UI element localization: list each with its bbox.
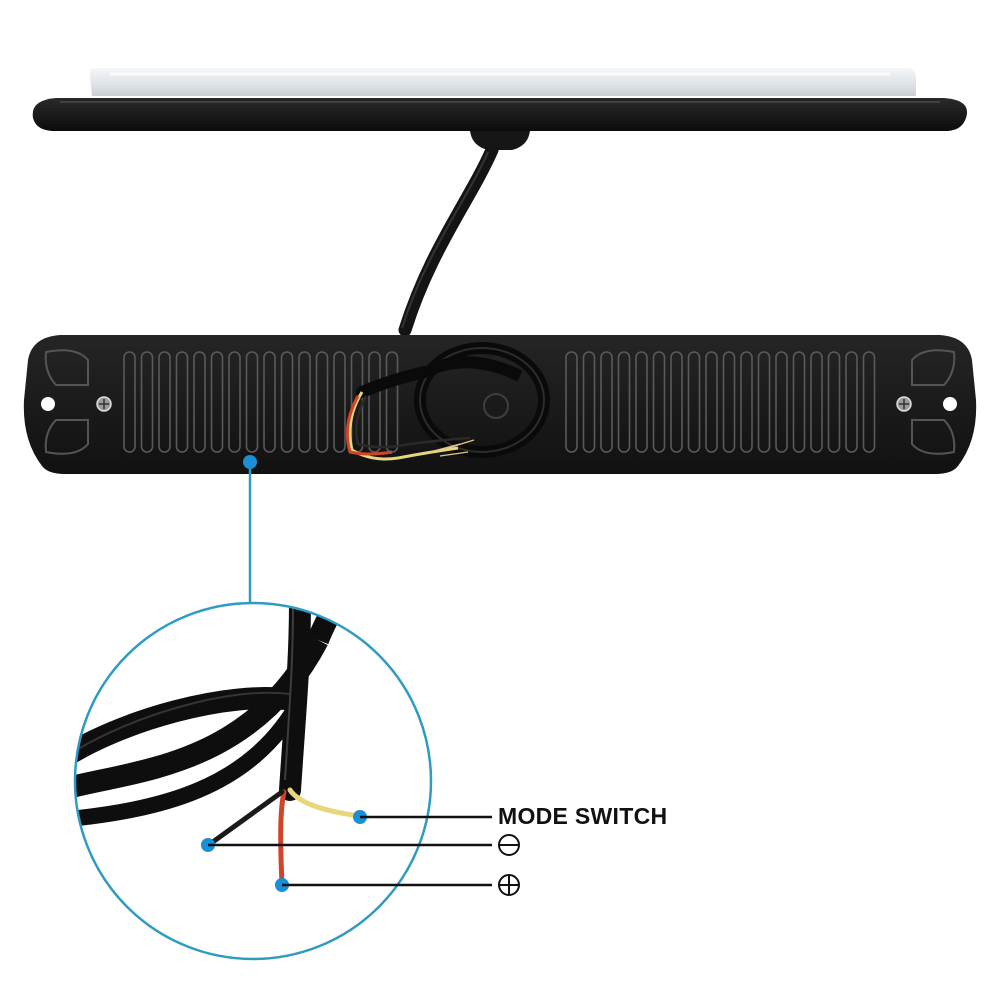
corner-ear-right-top — [911, 349, 956, 386]
mount-hole-left — [41, 397, 55, 411]
vent-slot — [315, 351, 329, 453]
vent-slot — [175, 351, 189, 453]
vent-slot — [740, 351, 753, 453]
vent-slot — [845, 351, 858, 453]
vent-slot — [827, 351, 841, 453]
vent-slot — [210, 351, 224, 453]
corner-ear-right-bottom — [911, 419, 956, 455]
lens — [90, 68, 916, 96]
stripped-wires — [345, 391, 475, 461]
vent-slot — [123, 351, 136, 453]
screw-left-icon — [96, 396, 112, 412]
callout-mode-switch — [353, 810, 492, 824]
vent-slots-right — [565, 351, 876, 453]
vent-slot — [263, 351, 276, 453]
vent-slot — [722, 351, 736, 453]
vent-slot — [757, 351, 771, 453]
screw-right-icon — [896, 396, 912, 412]
cable-gland — [470, 131, 530, 150]
plus-circle-icon — [498, 874, 520, 896]
callout-positive — [275, 874, 520, 896]
vent-slot — [652, 351, 666, 453]
mount-hole-right — [943, 397, 957, 411]
zoom-wire-black — [207, 789, 285, 847]
zoom-wire-red — [278, 789, 287, 887]
vent-slot — [687, 351, 701, 453]
vent-slot — [158, 351, 171, 453]
vent-slot — [565, 351, 578, 453]
vent-slot — [333, 351, 346, 453]
vent-slot — [368, 351, 381, 453]
vent-slot — [245, 351, 259, 453]
vent-slot — [298, 351, 311, 453]
vent-slot — [600, 351, 613, 453]
back-plate — [23, 335, 977, 474]
vent-slot — [810, 351, 823, 453]
mode-switch-label: MODE SWITCH — [498, 803, 668, 829]
vent-slot — [617, 351, 631, 453]
callout-negative — [201, 834, 520, 856]
vent-slot — [635, 351, 648, 453]
zoom-wire-yellow — [287, 787, 363, 819]
vent-slot — [582, 351, 596, 453]
vent-slot — [775, 351, 788, 453]
light-housing — [32, 98, 968, 131]
vent-slot — [705, 351, 718, 453]
zoom-circle-outline — [73, 601, 433, 961]
vent-slot — [792, 351, 806, 453]
coiled-cable — [356, 342, 550, 458]
vent-slot — [228, 351, 241, 453]
top-light-side-view — [32, 68, 968, 150]
minus-circle-icon — [498, 834, 520, 856]
vent-slot — [193, 351, 206, 453]
vent-slot — [140, 351, 154, 453]
vent-slot — [670, 351, 683, 453]
callout-anchor-dot — [243, 455, 257, 469]
vent-slot — [862, 351, 876, 453]
corner-ear-left-top — [44, 349, 89, 386]
power-cable — [398, 143, 499, 337]
vent-slot — [280, 351, 294, 453]
zoom-circle — [73, 601, 433, 961]
corner-ear-left-bottom — [44, 419, 89, 455]
